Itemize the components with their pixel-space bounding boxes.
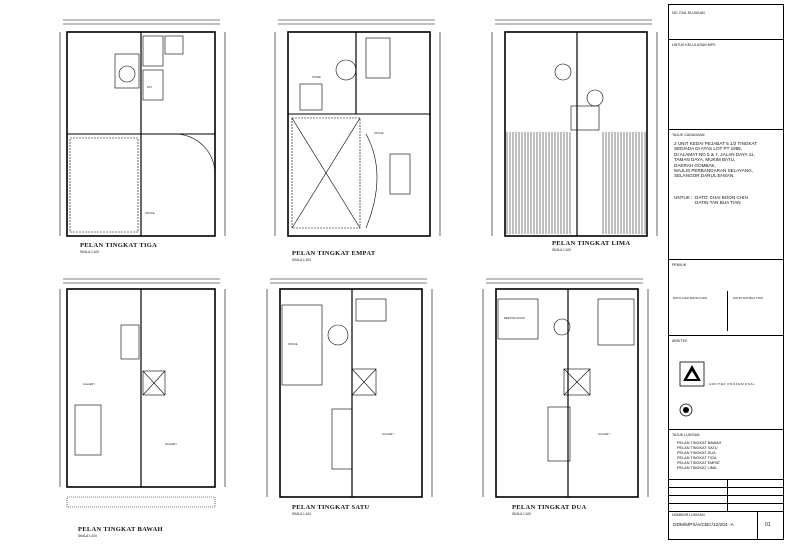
room-label-office-empat: OFFICE <box>374 131 384 135</box>
room-label-gallery-satu: GALLERY <box>382 432 394 436</box>
plan-title-empat: PELAN TINGKAT EMPAT <box>292 250 376 257</box>
drawing-list-item: PELAN TINGKAT SATU <box>677 446 718 450</box>
drawing-no-label: NOMBOR LUKISAN <box>672 513 705 517</box>
architect-firm: ARKITEK PROFESIONAL <box>709 382 756 386</box>
room-label-gallery-bawah: GALLERY <box>83 382 95 386</box>
plan-tingkat-lima <box>487 14 662 242</box>
room-label-gallery-bawah-2: GALLERY <box>165 442 177 446</box>
file-no-label: NO. FAIL RUJUKAN <box>672 11 705 15</box>
plan-scale-bawah: SKALA 1:100 <box>78 534 97 538</box>
drawing-list-item: PELAN TINGKAT BAWAH <box>677 441 722 445</box>
plan-title-dua: PELAN TINGKAT DUA <box>512 504 587 511</box>
council-seal-icon <box>679 403 693 417</box>
plan-scale-satu: SKALA 1:100 <box>292 512 311 516</box>
project-label: TAJUK CADANGAN <box>672 133 705 137</box>
plan-tiga-drawing: OFFICE LIFT <box>59 19 226 237</box>
plan-scale-lima: SKALA 1:100 <box>552 248 571 252</box>
plan-title-satu: PELAN TINGKAT SATU <box>292 504 370 511</box>
plan-empat-drawing: STORE OFFICE <box>274 19 441 237</box>
plan-bawah-drawing: GALLERY GALLERY <box>59 278 226 508</box>
plan-scale-empat: SKALA 1:100 <box>292 258 311 262</box>
plan-title-tiga: PELAN TINGKAT TIGA <box>80 242 158 249</box>
plan-tingkat-empat: STORE OFFICE <box>270 14 445 242</box>
plan-tingkat-bawah: GALLERY GALLERY <box>55 275 230 515</box>
owner-2: DATIN TAN BUA TIAN <box>733 296 763 300</box>
owner-1: DATO CHAI BOON CHIN <box>673 296 707 300</box>
room-label-office: OFFICE <box>145 211 155 215</box>
architect-label: ARKITEK <box>672 339 688 343</box>
room-label-office-satu: OFFICE <box>288 342 298 346</box>
architect-stamp-icon <box>679 361 705 387</box>
drawing-title-label: TAJUK LUKISAN <box>672 433 700 437</box>
roof-hatching <box>506 132 646 234</box>
room-label-meeting-dua: MEETING ROOM <box>504 316 525 320</box>
title-block: NO. FAIL RUJUKAN UNTUK KELULUSAN MPS TAJ… <box>668 4 784 540</box>
drawing-list-item: PELAN TINGKAT LIMA <box>677 466 717 470</box>
plan-scale-tiga: SKALA 1:100 <box>80 250 99 254</box>
project-description: 2 UNIT KEDAI PEJABAT 5 1/2 TINGKAT SEDIA… <box>674 141 758 179</box>
plan-tingkat-dua: MEETING ROOM GALLERY <box>478 275 653 503</box>
room-label-store-empat: STORE <box>312 75 321 79</box>
drawing-list-item: PELAN TINGKAT EMPAT <box>677 461 721 465</box>
plan-dua-drawing: MEETING ROOM GALLERY <box>482 278 649 498</box>
sheet-number: 01 <box>765 522 771 528</box>
plan-tingkat-satu: OFFICE GALLERY <box>262 275 437 503</box>
for-label: UNTUK : <box>674 195 693 200</box>
room-label-lift: LIFT <box>147 85 153 89</box>
drawing-list-item: PELAN TINGKAT DUA <box>677 451 716 455</box>
drawing-list-item: PELAN TINGKAT TIGA <box>677 456 717 460</box>
plan-title-lima: PELAN TINGKAT LIMA <box>552 240 631 247</box>
plan-tingkat-tiga: OFFICE LIFT <box>55 14 230 242</box>
plan-title-bawah: PELAN TINGKAT BAWAH <box>78 526 163 533</box>
drawing-number: DDM/MPS/A/CBC/12/204 -A <box>673 523 734 528</box>
room-label-gallery-dua: GALLERY <box>598 432 610 436</box>
plan-scale-dua: SKALA 1:100 <box>512 512 531 516</box>
for-text: DATO' CHAI BOON CHIN DATIN TAN BUA TIAN <box>695 195 748 206</box>
plan-lima-drawing <box>491 19 658 237</box>
approval-label: UNTUK KELULUSAN MPS <box>672 43 716 47</box>
plan-satu-drawing: OFFICE GALLERY <box>266 278 433 498</box>
owner-label: PEMILIK <box>672 263 687 267</box>
